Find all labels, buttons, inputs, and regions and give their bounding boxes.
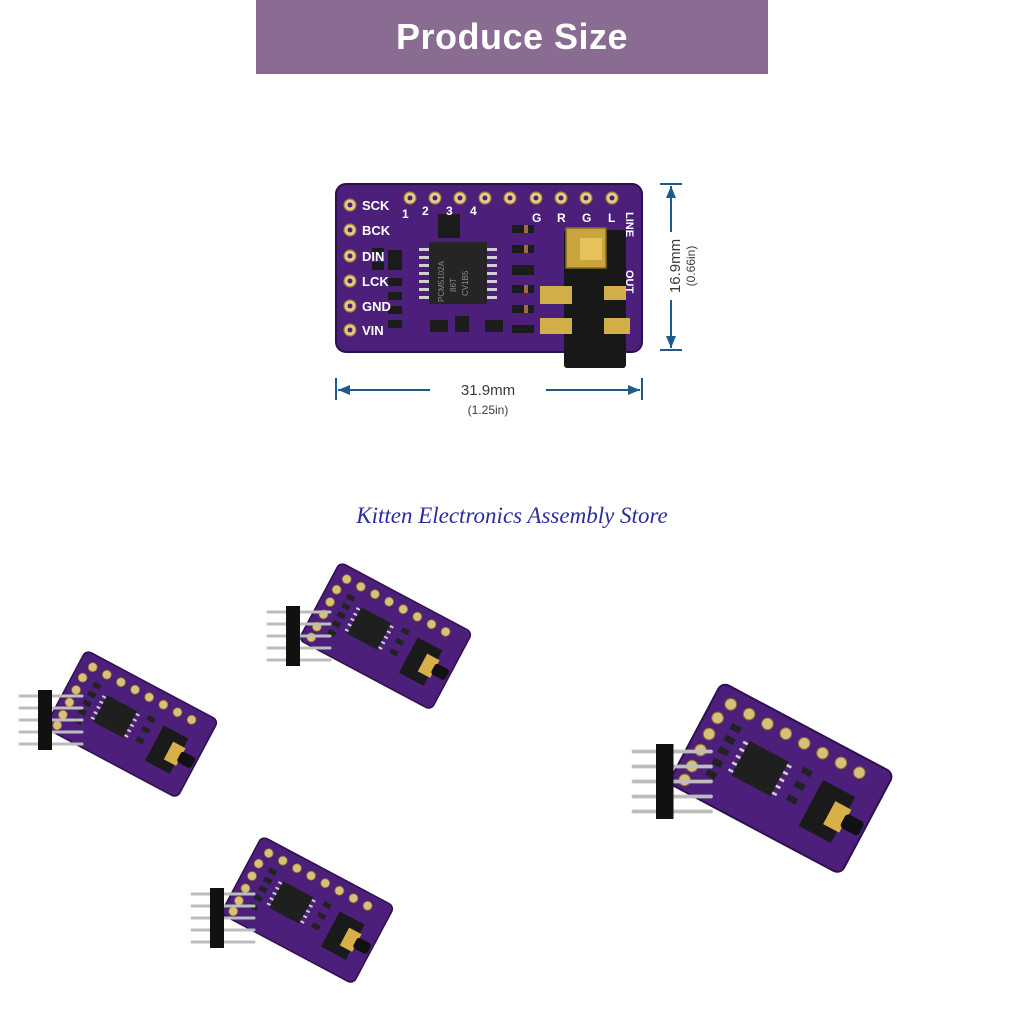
banner-title: Produce Size: [395, 16, 629, 57]
top-label-l: L: [608, 211, 615, 225]
top-label-r: R: [557, 211, 566, 225]
height-dimension: 16.9mm (0.66in): [660, 183, 698, 351]
right-label-out: OUT: [623, 270, 635, 294]
pin-label-group: SCK BCK DIN LCK GND VIN: [362, 198, 391, 338]
left-pin-pads: [343, 198, 357, 337]
top-label-3: 3: [446, 204, 453, 218]
pin-label-bck: BCK: [362, 223, 391, 238]
pin-label-sck: SCK: [362, 198, 390, 213]
title-banner: Produce Size: [256, 0, 768, 74]
right-label-line: LINE: [623, 212, 635, 237]
height-mm-label: 16.9mm: [667, 239, 684, 293]
product-photo-top: [266, 561, 474, 711]
store-name: Kitten Electronics Assembly Store: [356, 503, 668, 528]
width-mm-label: 31.9mm: [461, 382, 515, 399]
main-board: SCK BCK DIN LCK GND VIN 1 2 3 4 G R G L …: [335, 183, 643, 368]
chip-marking-1: PCM5102A: [437, 260, 446, 302]
height-in-label: (0.66in): [684, 246, 698, 287]
top-label-1: 1: [402, 207, 409, 221]
chip-marking-2: 86T: [449, 278, 458, 292]
product-photo-right: [631, 681, 896, 876]
top-label-group: 1 2 3 4 G R G L: [402, 204, 615, 225]
width-in-label: (1.25in): [468, 403, 509, 417]
product-photo-left: [18, 649, 220, 799]
audio-jack: [540, 227, 630, 368]
smd-components: [372, 214, 534, 333]
width-dimension: 31.9mm (1.25in): [335, 378, 643, 417]
pin-label-gnd: GND: [362, 299, 391, 314]
pin-label-din: DIN: [362, 249, 384, 264]
pin-label-vin: VIN: [362, 323, 384, 338]
dac-chip: [419, 242, 497, 304]
chip-marking-3: CV1B5: [461, 270, 470, 296]
top-label-4: 4: [470, 204, 477, 218]
product-photo-bottom: [190, 835, 396, 985]
top-label-g1: G: [532, 211, 541, 225]
pin-label-lck: LCK: [362, 274, 389, 289]
top-label-2: 2: [422, 204, 429, 218]
top-label-g2: G: [582, 211, 591, 225]
